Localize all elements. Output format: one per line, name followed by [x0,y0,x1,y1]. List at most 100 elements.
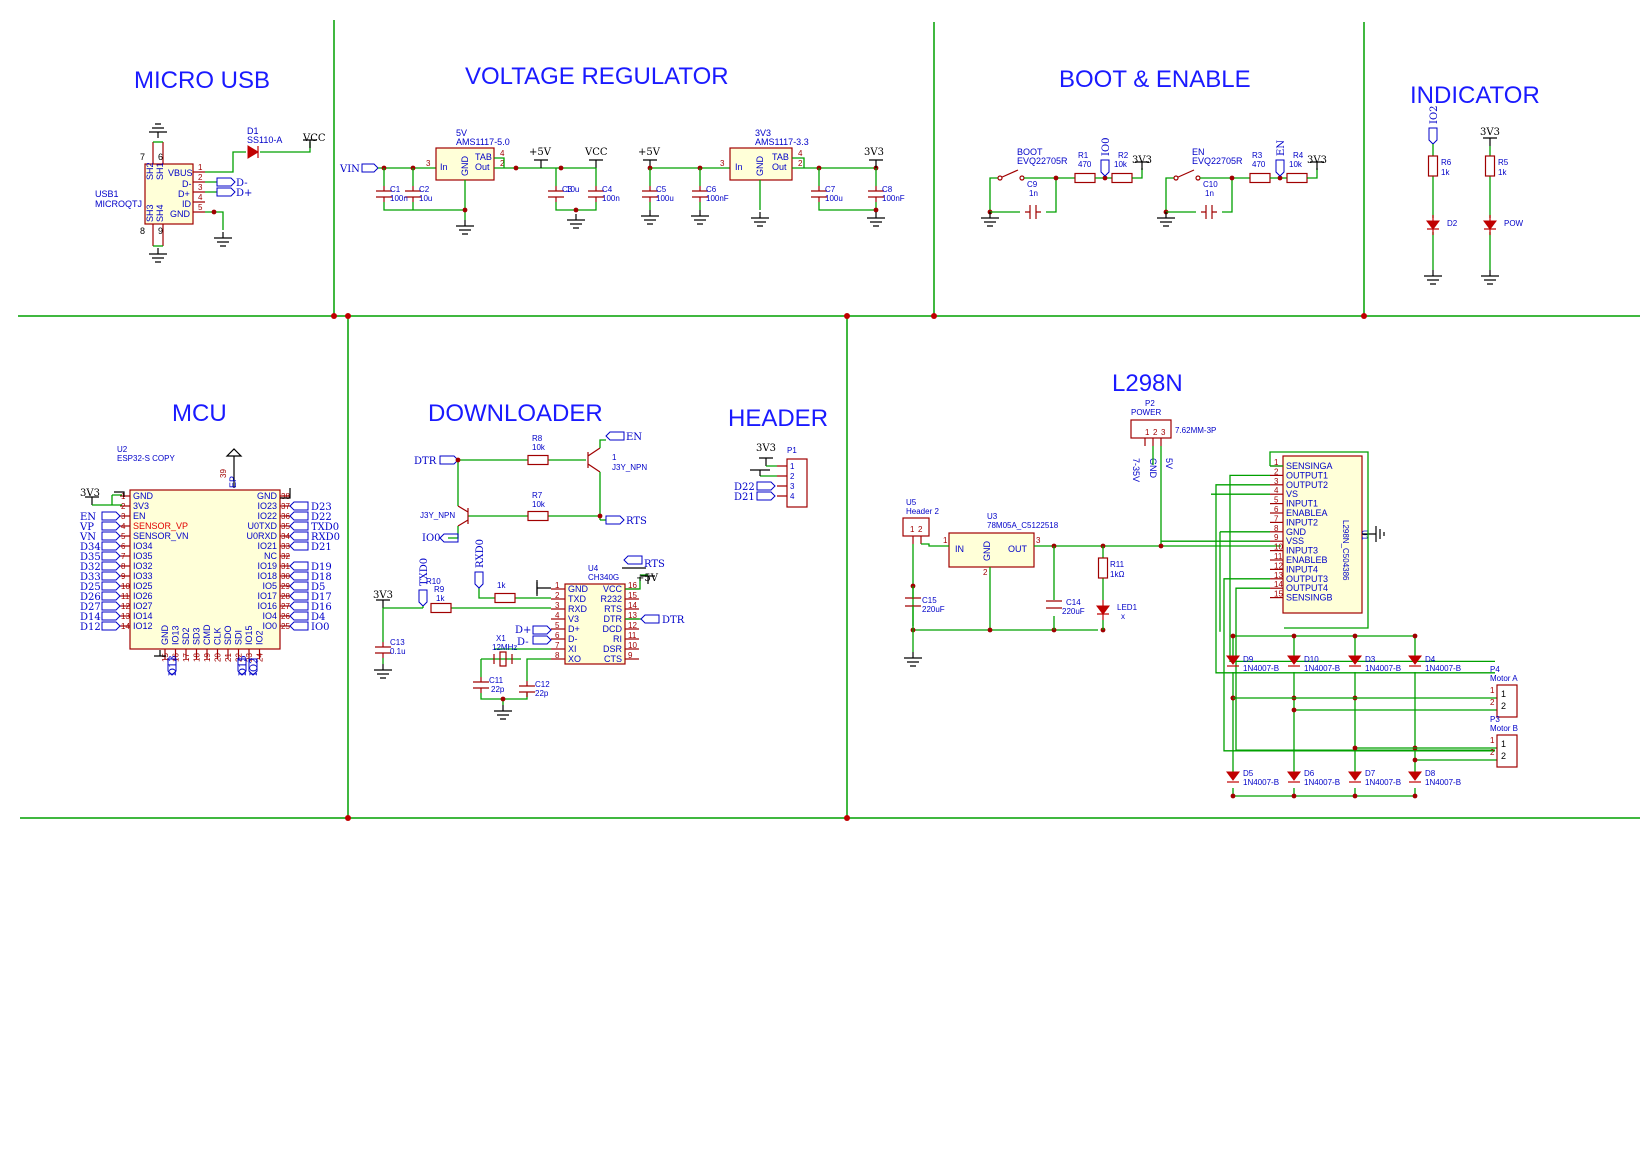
mcu-right-net-label: D22 [311,512,332,523]
c15-ref: C15 [922,596,937,605]
p2-net-2: GND [1148,458,1158,479]
reg5-tab: TAB [475,152,492,162]
mcu-right-pin-label: IO5 [262,581,277,591]
l298n-pin-label: OUTPUT2 [1286,480,1328,490]
dl-txd0-label: TXD0 [419,558,430,586]
r9-value: 1k [436,594,445,603]
section-title-voltage-regulator: VOLTAGE REGULATOR [465,63,729,90]
mcu-left-net-label: D33 [80,572,101,583]
l298n-pin-label: OUTPUT4 [1286,583,1328,593]
p1-pin-2: 2 [790,472,795,481]
mcu-right-pin-num: 35 [281,522,290,531]
reg33-3v3-label: 3V3 [864,147,884,158]
c14-ref: C14 [1066,598,1081,607]
svg-text:2: 2 [1501,751,1506,761]
usb-net-dp: D+ [236,188,252,199]
mcu-left-pin-label: IO27 [133,601,153,611]
ch340-left-pin-num: 1 [555,581,560,590]
d2-ref: D2 [1447,219,1458,228]
diode-bot-part: 1N4007-B [1365,778,1401,787]
ch340-dp-label: D+ [515,625,531,636]
mcu-right-pin-num: 37 [281,502,290,511]
r8-value: 10k [532,443,546,452]
ch340-right-pin-num: 11 [628,631,637,640]
ch340-right-pin-label: CTS [604,654,622,664]
svg-text:2: 2 [500,159,505,168]
mcu-left-pin-label: IO34 [133,541,153,551]
u3-out: OUT [1008,544,1028,554]
reg33-in: In [735,162,743,172]
svg-text:5: 5 [198,203,203,212]
mcu-left-pin-num: 10 [121,582,130,591]
mcu-right-pin-label: IO16 [257,601,277,611]
mcu-left-pin-label: IO14 [133,611,153,621]
l298n-pin-label: INPUT1 [1286,499,1318,509]
ch340-left-pin-label: XO [568,654,581,664]
usb-pin-id: ID [182,199,192,209]
led1-ref: LED1 [1117,603,1138,612]
r1-ref: R1 [1078,151,1089,160]
mcu-left-net-label: D27 [80,602,101,613]
mcu-bottom-pin-label: CLK [213,627,223,645]
header-p1: P1 1 2 3 4 3V3 D22 D21 [734,443,808,508]
mcu-right-pin-label: IO18 [257,571,277,581]
reg33-tab: TAB [772,152,789,162]
c9-ref: C9 [1027,180,1038,189]
mcu-right-pin-num: 26 [281,612,290,621]
r11-ref: R11 [1110,560,1125,569]
l298n-pin-label: VS [1286,489,1298,499]
c4-value: 100n [602,194,620,203]
diode-top-part: 1N4007-B [1425,664,1461,673]
mcu-left-pin-label: EN [133,511,146,521]
mcu-right-pin-label: IO0 [262,621,277,631]
section-title-micro-usb: MICRO USB [134,67,270,94]
l298n-pin-num: 4 [1274,486,1279,495]
mcu-right-net-label: D23 [311,502,332,513]
mcu-left-pin-num: 7 [121,552,126,561]
ch340-right-pin-label: DSR [603,644,623,654]
usb-net-dm: D- [236,178,248,189]
mcu-left-pin-num: 12 [121,602,130,611]
mcu-right-pin-label: IO23 [257,501,277,511]
ind-io2-label: IO2 [1429,105,1440,124]
l298n-pin-num: 13 [1274,571,1283,580]
r10-ref: R10 [426,577,441,586]
ch340-left-pin-label: V3 [568,614,579,624]
ch340-right-pin-num: 13 [628,611,637,620]
mcu-left-pin-label: IO32 [133,561,153,571]
reg-vcc-label: VCC [584,147,608,158]
mcu-bottom-pin-num: 23 [245,653,254,662]
mcu-ep-num: 39 [219,469,228,478]
usb-part: MICROQTJ [95,199,142,209]
mcu-right-net-label: RXD0 [311,532,340,543]
svg-text:3: 3 [720,159,725,168]
mcu-left-pin-num: 11 [121,592,130,601]
c11-ref: C11 [489,676,504,685]
ch340-left-pin-label: RXD [568,604,588,614]
mcu-left-net-label: D25 [80,582,101,593]
mcu-right-pin-label: IO22 [257,511,277,521]
flyback-diodes: D91N4007-BD51N4007-BD101N4007-BD61N4007-… [1226,633,1518,799]
p4-ref: P4 [1490,665,1500,674]
mcu-right-net-label: D19 [311,562,332,573]
r1-value: 470 [1078,160,1092,169]
ch340-left-pin-num: 5 [555,621,560,630]
dl-rxd0-label: RXD0 [475,539,486,568]
svg-text:4: 4 [500,149,505,158]
diode-bot-ref: D7 [1365,769,1376,778]
mcu-left-pin-num: 6 [121,542,126,551]
ch340-left-pin-num: 8 [555,651,560,660]
svg-text:2: 2 [198,173,203,182]
section-title-mcu: MCU [172,400,227,427]
mcu-bottom-pin-label: SDO [223,625,233,645]
mcu-right-net-label: D4 [311,612,325,623]
x1-value: 12MHz [492,643,517,652]
mcu-left-pin-num: 3 [121,512,126,521]
usb-shield-sh4: SH4 [155,204,165,222]
ch340-left-pin-label: TXD [568,594,587,604]
svg-text:6: 6 [158,152,163,162]
usb-vcc-label: VCC [302,133,326,144]
